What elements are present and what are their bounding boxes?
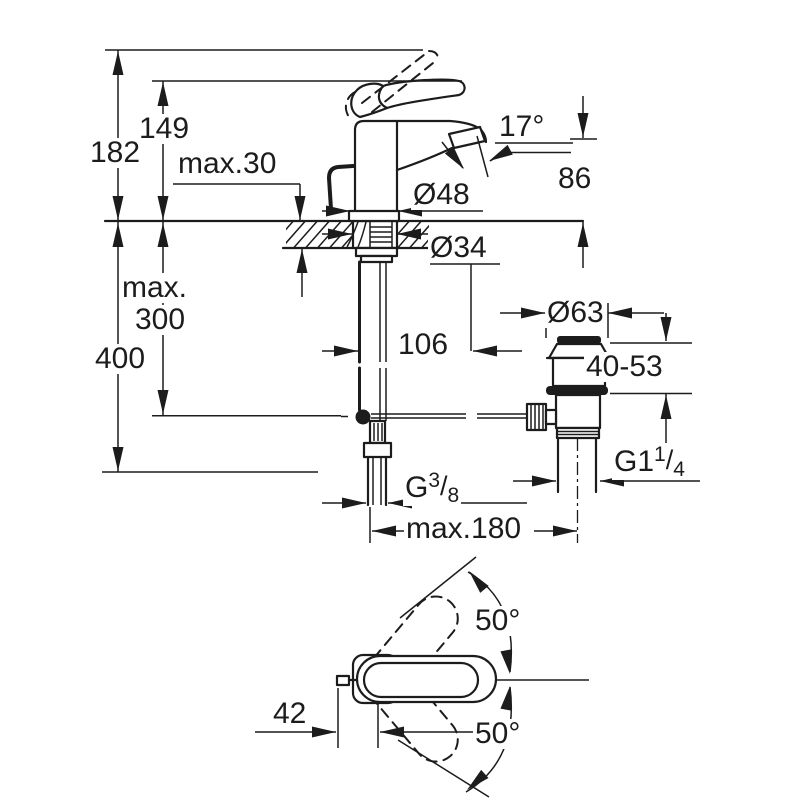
dimension-arrowhead <box>372 525 396 537</box>
dimension-arrowhead <box>312 726 336 738</box>
dimension-arrowhead <box>397 228 421 240</box>
dim-label-106: 106 <box>396 328 451 361</box>
dimension-arrowhead <box>294 196 306 220</box>
dim-label-max180: max.180 <box>404 512 524 545</box>
dim-label-17deg: 17° <box>497 110 547 143</box>
dim-label-max: max. <box>120 271 190 304</box>
dimension-arrowhead <box>112 51 124 75</box>
dimension-arrowhead <box>157 390 169 414</box>
rod-ball-joint <box>355 409 371 425</box>
dimension-arrowhead <box>473 345 497 357</box>
dim-label-400: 400 <box>93 342 148 375</box>
dimension-arrowhead <box>157 82 169 106</box>
dim-label-max30: max.30 <box>176 147 279 180</box>
dim-label-d48: Ø48 <box>411 178 472 211</box>
dim-label-g38: G3/8 <box>403 469 462 507</box>
faucet-body <box>347 119 488 223</box>
dimension-arrowhead <box>444 146 464 169</box>
dimension-lines-front <box>102 49 700 543</box>
dimension-arrowhead <box>467 769 489 790</box>
lever-raised-outline <box>344 50 439 118</box>
dim-label-42: 42 <box>271 697 309 730</box>
waste-seal-ring <box>546 386 608 395</box>
g38-connector <box>362 419 393 507</box>
dimension-arrowhead <box>380 726 404 738</box>
dimension-arrowhead <box>469 571 489 593</box>
dim-label-86: 86 <box>556 162 594 195</box>
dimension-arrowhead <box>608 307 632 319</box>
dimension-arrowhead <box>112 196 124 220</box>
aerator <box>447 125 487 150</box>
lever-handle <box>344 50 466 119</box>
dimension-arrowhead <box>577 223 589 247</box>
dimension-arrowhead <box>660 395 672 419</box>
dim-label-g114: G11/4 <box>612 443 687 481</box>
dim-label-149: 149 <box>137 112 192 145</box>
pull-rod <box>327 164 355 211</box>
dimension-arrowhead <box>326 205 350 217</box>
dimension-arrowhead <box>577 113 589 137</box>
dimension-arrowhead <box>500 686 512 711</box>
dimension-arrowhead <box>112 447 124 471</box>
dim-label-182: 182 <box>88 136 143 169</box>
faucet-front-view <box>103 50 585 507</box>
dimension-arrowhead <box>334 345 358 357</box>
dimension-arrowhead <box>342 497 366 509</box>
handle-top-view <box>255 556 589 798</box>
dimension-arrowhead <box>553 525 577 537</box>
dimension-arrowhead <box>489 144 513 161</box>
waste-plug-cap <box>557 336 601 344</box>
dimension-arrowhead <box>296 249 308 273</box>
dim-label-40-53: 40-53 <box>584 350 665 383</box>
dimension-arrowhead <box>521 307 545 319</box>
dimension-arrowhead <box>157 196 169 220</box>
dim-label-50deg-lower: 50° <box>473 717 523 750</box>
dim-label-d34: Ø34 <box>428 231 489 264</box>
dim-label-300: 300 <box>133 303 188 336</box>
popup-rod-and-hose <box>341 260 527 507</box>
dimension-arrowhead <box>112 223 124 247</box>
dimension-arrowhead <box>328 228 352 240</box>
dim-label-d63: Ø63 <box>545 296 606 329</box>
rod-knob-top-view <box>335 674 351 687</box>
waste-rod-knob <box>525 402 558 432</box>
dimension-arrowhead <box>500 649 512 674</box>
mounting-shank <box>346 220 399 264</box>
dimension-arrowhead <box>532 475 556 487</box>
dim-label-50deg-upper: 50° <box>473 604 523 637</box>
dimension-arrowhead <box>660 317 672 341</box>
dimension-arrowhead <box>157 223 169 247</box>
